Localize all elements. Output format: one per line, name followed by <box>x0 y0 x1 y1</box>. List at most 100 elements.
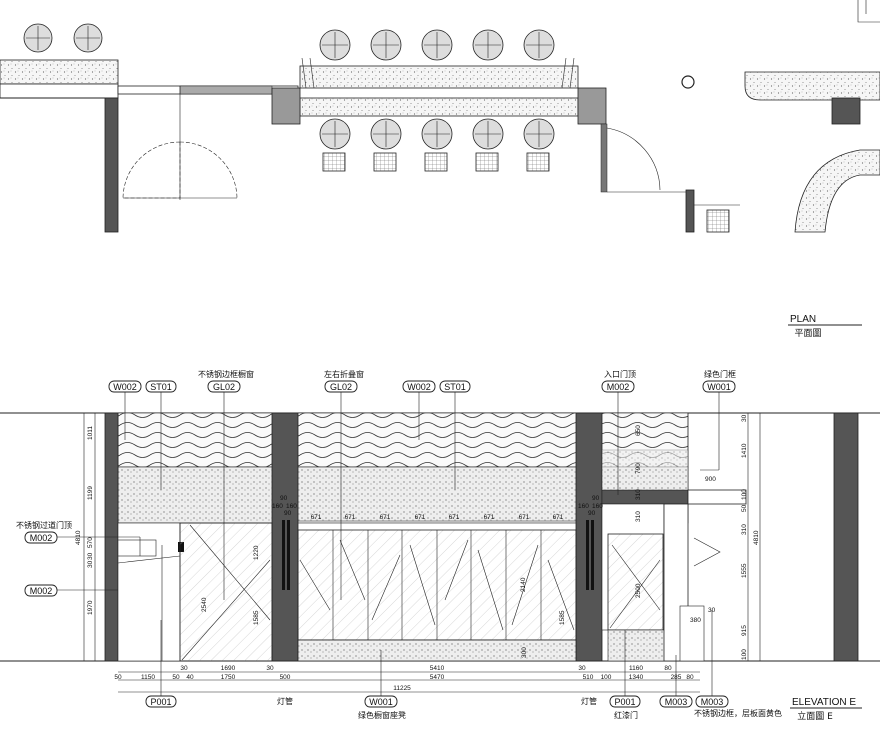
svg-text:1410: 1410 <box>741 443 748 458</box>
svg-text:100: 100 <box>601 674 612 681</box>
tag-st01-a: ST01 <box>150 382 172 392</box>
dimension-lines <box>83 413 761 693</box>
svg-text:671: 671 <box>415 514 426 521</box>
svg-text:90: 90 <box>592 495 600 502</box>
plan-door-swing-right <box>606 127 661 191</box>
plan-subtitle: 平面圖 <box>794 328 821 339</box>
tag-p001-b: P001 <box>614 697 635 707</box>
elev-column-right <box>833 412 859 662</box>
svg-text:90: 90 <box>284 510 292 517</box>
plan-counter-center <box>299 65 579 89</box>
svg-text:5410: 5410 <box>430 665 445 672</box>
svg-text:510: 510 <box>583 674 594 681</box>
svg-text:30: 30 <box>578 665 586 672</box>
svg-text:30: 30 <box>180 665 188 672</box>
svg-text:1340: 1340 <box>629 674 644 681</box>
tag-w002-b: W002 <box>407 382 431 392</box>
svg-text:1585: 1585 <box>559 610 566 625</box>
svg-text:50: 50 <box>172 674 180 681</box>
note-green-bench: 绿色橱窗座凳 <box>358 710 406 720</box>
svg-text:310: 310 <box>635 511 642 522</box>
svg-text:900: 900 <box>705 476 716 483</box>
svg-text:2540: 2540 <box>201 597 208 612</box>
svg-text:2500: 2500 <box>635 583 642 598</box>
svg-text:1150: 1150 <box>141 674 155 681</box>
svg-text:2140: 2140 <box>520 577 527 592</box>
svg-text:671: 671 <box>553 514 564 521</box>
tag-w002-a: W002 <box>113 382 137 392</box>
note-lamp-tube-a: 灯管 <box>277 696 293 706</box>
svg-text:1750: 1750 <box>221 674 236 681</box>
svg-text:1690: 1690 <box>221 665 236 672</box>
plan-chairs-bottom-row <box>319 118 555 150</box>
tag-gl02-a: GL02 <box>213 382 235 392</box>
plan-chair-top-left-1 <box>23 23 53 53</box>
note-red-door: 红漆门 <box>614 710 638 720</box>
svg-text:30: 30 <box>87 560 94 568</box>
note-stainless-edge: 不锈钢边框，层板面黄色 <box>694 708 782 718</box>
svg-text:80: 80 <box>664 665 672 672</box>
svg-text:1555: 1555 <box>741 563 748 578</box>
svg-text:1199: 1199 <box>87 486 94 500</box>
svg-text:671: 671 <box>311 514 322 521</box>
svg-text:650: 650 <box>635 425 642 436</box>
note-stainless-ceiling: 不锈钢过道门顶 <box>16 520 72 530</box>
svg-text:40: 40 <box>186 674 194 681</box>
svg-text:671: 671 <box>345 514 356 521</box>
tag-m002-a: M002 <box>607 382 630 392</box>
svg-text:80: 80 <box>686 674 694 681</box>
svg-text:50: 50 <box>114 674 122 681</box>
svg-text:300: 300 <box>521 647 528 658</box>
plan-counter-left <box>0 59 119 85</box>
plan-door-swing-left <box>122 141 181 199</box>
note-entrance-top: 入口门顶 <box>604 369 636 379</box>
svg-text:30: 30 <box>708 607 716 614</box>
svg-text:90: 90 <box>588 510 596 517</box>
svg-text:4810: 4810 <box>75 530 82 545</box>
tag-m003-b: M003 <box>701 697 724 707</box>
dimension-texts: 1011 1199 4810 570 30 30 1970 1410 100 5… <box>75 414 760 692</box>
svg-text:1585: 1585 <box>253 610 260 625</box>
svg-text:1160: 1160 <box>629 665 643 672</box>
svg-text:310: 310 <box>635 489 642 500</box>
elev-window-stainless <box>179 522 273 662</box>
svg-text:160: 160 <box>578 503 589 510</box>
material-tags: W002 ST01 GL02 GL02 W002 ST01 M002 W001 … <box>24 380 736 708</box>
svg-text:570: 570 <box>87 537 94 548</box>
tag-m002-left1: M002 <box>30 533 53 543</box>
svg-text:1011: 1011 <box>87 426 94 440</box>
svg-text:500: 500 <box>280 674 291 681</box>
tag-p001-a: P001 <box>150 697 171 707</box>
elevation-title: ELEVATION E <box>792 697 856 708</box>
tag-w001-a: W001 <box>707 382 731 392</box>
svg-text:915: 915 <box>741 625 748 636</box>
notes: 不锈钢边框橱窗 左右折叠窗 入口门顶 绿色门框 不锈钢过道门顶 灯管 灯管 绿色… <box>16 369 782 720</box>
svg-text:671: 671 <box>484 514 495 521</box>
svg-text:50: 50 <box>741 504 748 512</box>
tag-w001-b: W001 <box>369 697 393 707</box>
plan-wall-left-col <box>104 97 119 233</box>
plan-chairs-top-row <box>319 29 555 61</box>
svg-text:5470: 5470 <box>430 674 445 681</box>
plan-curved-duct <box>744 71 880 101</box>
plan-chair-top-left-2 <box>73 23 103 53</box>
svg-text:4810: 4810 <box>753 530 760 545</box>
svg-text:310: 310 <box>741 524 748 535</box>
leader-lines <box>57 392 720 696</box>
plan-view <box>0 0 880 233</box>
svg-text:790: 790 <box>635 463 642 474</box>
plan-title: PLAN <box>790 314 816 325</box>
svg-text:1970: 1970 <box>87 600 94 615</box>
plan-stools-row <box>322 152 550 172</box>
svg-text:160: 160 <box>286 503 297 510</box>
svg-text:30: 30 <box>87 552 94 560</box>
elevation-view <box>0 412 880 662</box>
dim-total: 11225 <box>393 685 411 692</box>
note-lamp-tube-b: 灯管 <box>581 696 597 706</box>
elev-red-door <box>607 533 664 631</box>
svg-text:160: 160 <box>272 503 283 510</box>
note-stainless-window: 不锈钢边框橱窗 <box>198 369 254 379</box>
tag-m003-a: M003 <box>665 697 688 707</box>
svg-text:160: 160 <box>592 503 603 510</box>
